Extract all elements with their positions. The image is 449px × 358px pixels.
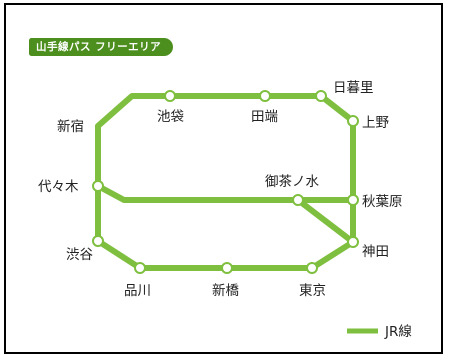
legend-label: JR線 xyxy=(384,324,412,340)
station-marker-shinagawa xyxy=(134,262,146,274)
station-marker-shibuya xyxy=(92,235,104,247)
station-marker-ueno xyxy=(347,115,359,127)
station-markers xyxy=(92,90,359,274)
station-label-ochanomizu: 御茶ノ水 xyxy=(265,174,319,190)
station-marker-akihabara xyxy=(347,194,359,206)
station-marker-tokyo xyxy=(306,262,318,274)
free-area-badge: 山手線パス フリーエリア xyxy=(29,38,174,56)
station-marker-ochanomizu xyxy=(292,194,304,206)
station-labels: 日暮里 池袋 田端 新宿 上野 代々木 御茶ノ水 秋葉原 渋谷 神田 品川 新橋… xyxy=(38,80,403,299)
station-label-shimbashi: 新橋 xyxy=(212,283,239,299)
station-label-tabata: 田端 xyxy=(251,109,278,125)
station-label-nippori: 日暮里 xyxy=(333,80,374,96)
station-marker-ikebukuro xyxy=(164,90,176,102)
station-marker-kanda xyxy=(347,236,359,248)
station-label-yoyogi: 代々木 xyxy=(38,179,79,195)
station-marker-shimbashi xyxy=(221,262,233,274)
map-frame xyxy=(4,3,443,354)
station-label-tokyo: 東京 xyxy=(299,283,326,299)
jr-track xyxy=(95,93,356,271)
legend: JR線 xyxy=(347,324,412,340)
track-loop xyxy=(95,93,356,271)
track-ochanomizu-kanda xyxy=(295,197,356,245)
station-label-ikebukuro: 池袋 xyxy=(157,109,184,125)
station-label-kanda: 神田 xyxy=(362,244,389,260)
station-marker-nippori xyxy=(315,90,327,102)
station-marker-tabata xyxy=(259,90,271,102)
station-marker-yoyogi xyxy=(92,180,104,192)
station-label-shibuya: 渋谷 xyxy=(66,247,93,263)
station-label-shinagawa: 品川 xyxy=(124,283,151,299)
station-label-shinjuku: 新宿 xyxy=(57,118,84,135)
station-label-ueno: 上野 xyxy=(362,115,389,131)
track-chuo-line xyxy=(95,183,356,203)
station-label-akihabara: 秋葉原 xyxy=(362,194,403,210)
